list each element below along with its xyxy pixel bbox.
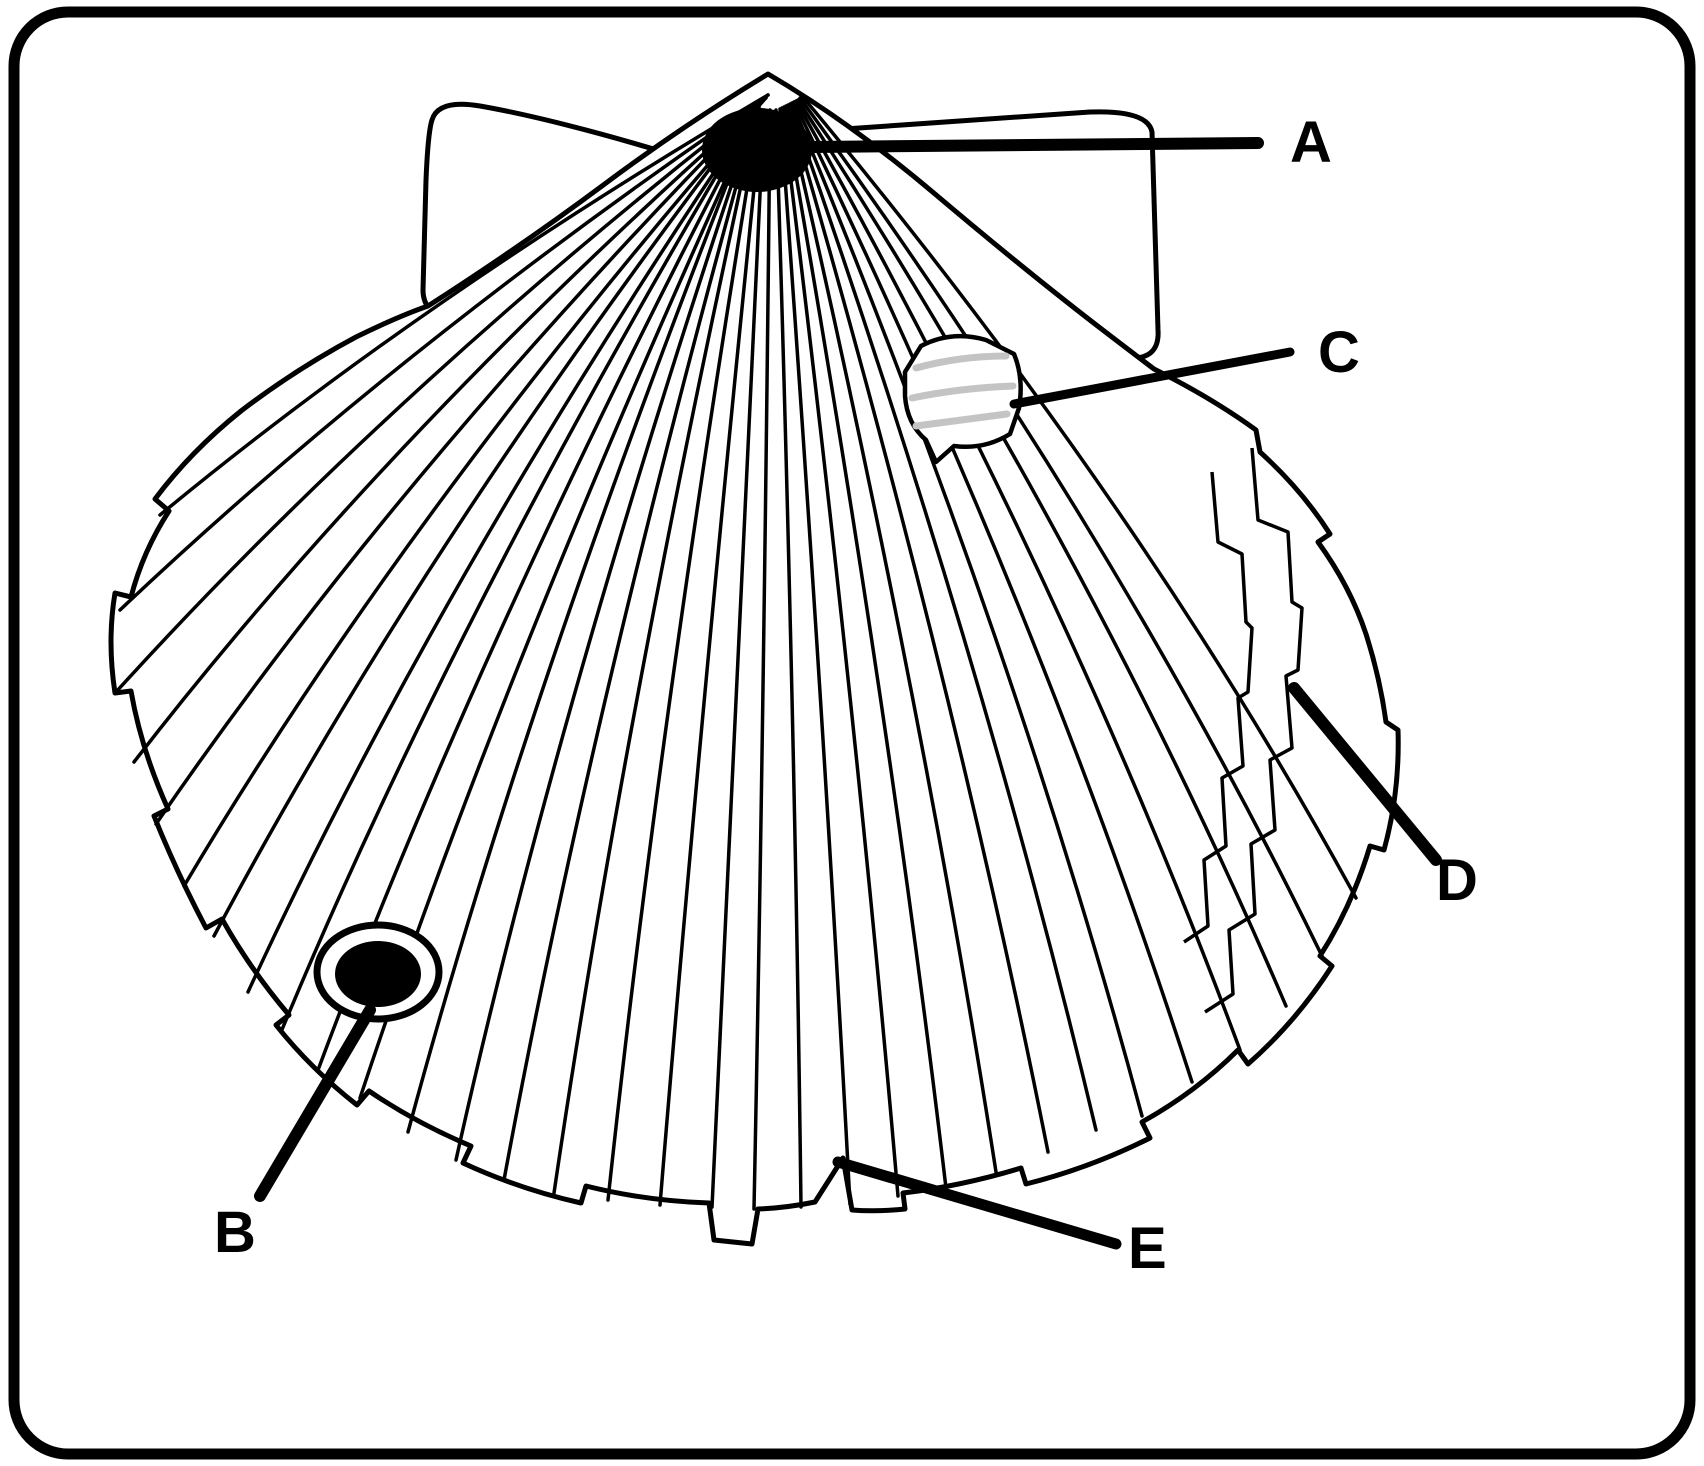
- pointer-line-c: [1009, 347, 1295, 409]
- patch-streak: [908, 382, 1017, 402]
- pointer-line-b: [254, 1004, 376, 1202]
- label-d: D: [1436, 848, 1478, 913]
- rib-line: [454, 104, 760, 1162]
- rib-line: [790, 101, 1144, 1118]
- label-e: E: [1128, 1216, 1167, 1281]
- feature-markers: [313, 108, 1023, 1023]
- label-a: A: [1290, 110, 1332, 175]
- rib-line: [796, 98, 1288, 1008]
- rib-line: [780, 106, 900, 1198]
- rib-line: [658, 108, 764, 1207]
- repair-patch-outline: [902, 333, 1023, 465]
- shell-outline: [108, 71, 1401, 1247]
- rib-line: [154, 97, 766, 826]
- rib-line: [794, 99, 1242, 1052]
- rib-line: [800, 94, 1358, 900]
- rib-line: [182, 98, 766, 888]
- rib-line: [118, 93, 770, 612]
- rib-line: [752, 108, 772, 1211]
- rib-line: [710, 108, 766, 1209]
- callouts: A C D B E: [214, 110, 1478, 1281]
- rib-line: [786, 103, 1050, 1154]
- figure-border: [8, 6, 1696, 1460]
- rib-line: [552, 106, 760, 1195]
- pointer-line-d: [1288, 682, 1442, 866]
- borehole-spot: [335, 941, 421, 1007]
- rib-line: [132, 96, 768, 764]
- rib-line: [246, 99, 764, 994]
- scallop-shell: [108, 71, 1401, 1247]
- rib-line: [158, 93, 770, 517]
- borehole-marker: [313, 921, 443, 1023]
- rib-line: [406, 103, 760, 1134]
- rib-line: [114, 95, 768, 694]
- patch-streak: [912, 410, 1011, 430]
- rib-line: [798, 96, 1324, 958]
- label-b: B: [214, 1200, 256, 1265]
- rib-line: [784, 104, 998, 1174]
- rib-line: [782, 105, 948, 1190]
- pointer-line-e: [832, 1156, 1122, 1250]
- rib-line: [212, 98, 764, 938]
- rib-line: [792, 100, 1194, 1084]
- rib-line: [788, 102, 1098, 1132]
- rib-line: [778, 107, 852, 1206]
- growth-step-line: [1204, 447, 1304, 1014]
- repair-patch-marker: [902, 333, 1023, 465]
- pointer-line-a: [806, 137, 1264, 153]
- rib-line: [774, 108, 803, 1209]
- rib-line: [502, 105, 760, 1182]
- patch-streak: [912, 352, 1010, 372]
- growth-steps: [1183, 447, 1304, 1014]
- growth-step-line: [1183, 471, 1254, 944]
- rib-line: [279, 100, 762, 1034]
- umbo-spot-marker: [702, 108, 812, 192]
- label-c: C: [1318, 320, 1360, 385]
- rib-line: [606, 107, 762, 1202]
